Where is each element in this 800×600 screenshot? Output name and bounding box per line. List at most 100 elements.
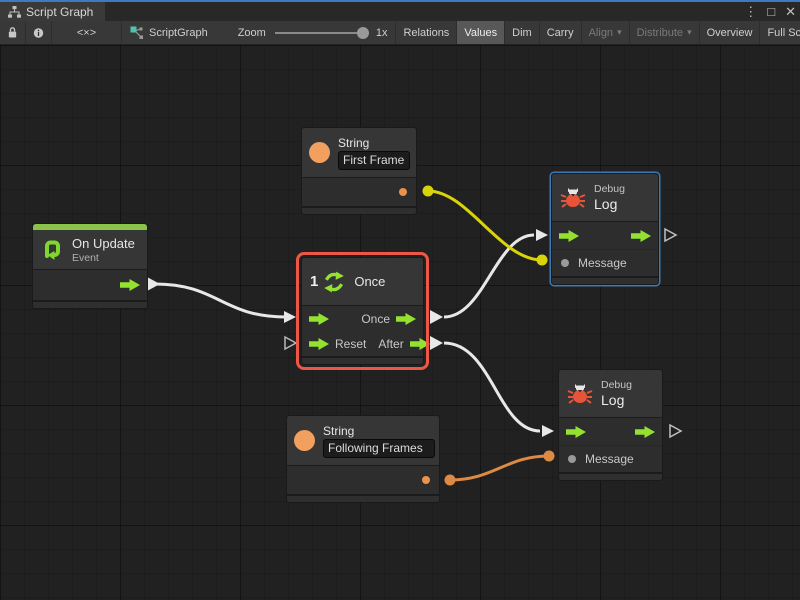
carry-button[interactable]: Carry: [540, 21, 582, 44]
toolbar-buttons: Relations Values Dim Carry Align ▾ Distr…: [395, 21, 800, 44]
window-menu-icon[interactable]: ⋮: [744, 4, 758, 19]
relations-button[interactable]: Relations: [396, 21, 458, 44]
once-number: 1: [310, 273, 319, 290]
node-footer: [33, 300, 147, 308]
flow-input-arrow-icon[interactable]: [559, 229, 579, 242]
graph-breadcrumb[interactable]: ScriptGraph: [122, 21, 216, 44]
node-kind: Debug: [594, 183, 625, 195]
wire-layer: [147, 185, 683, 486]
flow-input-arrow-icon[interactable]: [566, 425, 586, 438]
string-value-input[interactable]: [323, 438, 435, 458]
after-port-label: After: [378, 336, 404, 351]
string-top-value-port[interactable]: [422, 185, 434, 197]
fullscreen-button[interactable]: Full Screen: [767, 26, 800, 39]
event-accent-bar: [33, 224, 147, 230]
wire-on-update-to-once[interactable]: [154, 282, 287, 319]
info-icon: [33, 27, 44, 38]
string-value-input[interactable]: [338, 150, 410, 170]
flow-input-arrow-icon[interactable]: [309, 312, 329, 325]
node-title: Log: [601, 392, 625, 408]
message-port-label: Message: [578, 256, 627, 270]
node-footer: [287, 494, 439, 502]
dim-button[interactable]: Dim: [505, 21, 540, 44]
tab-bar: Script Graph: [0, 2, 800, 21]
once-once-output-port[interactable]: [430, 310, 443, 324]
node-subtitle: Event: [72, 251, 99, 264]
zoom-control: Zoom 1x: [230, 21, 396, 44]
message-input-port[interactable]: [568, 455, 576, 463]
code-icon: <×>: [76, 26, 97, 39]
maximize-icon[interactable]: □: [767, 4, 776, 19]
wire-string-bottom-to-message[interactable]: [449, 454, 550, 482]
lock-button[interactable]: [0, 21, 26, 44]
values-button[interactable]: Values: [457, 21, 506, 44]
script-graph-icon: [130, 26, 143, 39]
message-input-port[interactable]: [561, 259, 569, 267]
debug-top-message-port[interactable]: [536, 254, 548, 266]
node-title: Once: [354, 274, 386, 289]
zoom-value: 1x: [375, 26, 388, 39]
tab-script-graph[interactable]: Script Graph: [0, 2, 106, 21]
chevron-down-icon: ▾: [687, 27, 692, 37]
debug-top-exit-port[interactable]: [664, 227, 678, 243]
wire-once-after-to-debug-bottom[interactable]: [443, 341, 541, 433]
flow-output-arrow-icon[interactable]: [120, 279, 140, 291]
flow-output-arrow-icon[interactable]: [396, 312, 416, 325]
reset-input-arrow-icon[interactable]: [309, 337, 329, 350]
close-icon[interactable]: ✕: [785, 4, 796, 19]
node-footer: [552, 276, 658, 284]
zoom-slider[interactable]: [274, 26, 369, 39]
node-footer: [302, 206, 416, 214]
on-update-output-port[interactable]: [147, 277, 160, 291]
node-title: Log: [594, 196, 618, 212]
debug-top-enter-arrowhead: [536, 229, 548, 241]
wire-string-top-to-message[interactable]: [427, 189, 543, 262]
node-debug-log-bottom[interactable]: Debug Log Message: [558, 369, 663, 481]
once-port-label: Once: [361, 311, 390, 326]
focus-accent-line: [0, 0, 800, 2]
chevron-down-icon: ▾: [617, 27, 622, 37]
flow-output-arrow-icon[interactable]: [635, 425, 655, 438]
bug-icon: [560, 187, 586, 208]
value-output-port[interactable]: [422, 476, 430, 484]
graph-name-label: ScriptGraph: [149, 26, 208, 39]
zoom-label: Zoom: [237, 26, 266, 39]
debug-bottom-exit-port[interactable]: [669, 423, 683, 439]
node-title: String: [323, 423, 355, 438]
once-enter-arrowhead: [284, 311, 296, 323]
debug-bottom-enter-arrowhead: [542, 425, 554, 437]
node-string-following-frames[interactable]: String: [286, 415, 440, 503]
overview-button[interactable]: Overview: [700, 21, 761, 44]
debug-bottom-message-port[interactable]: [543, 450, 555, 462]
message-port-label: Message: [585, 452, 634, 466]
code-view-button[interactable]: <×>: [52, 21, 122, 44]
node-title: String: [338, 135, 370, 150]
node-kind: Debug: [601, 379, 632, 391]
string-bottom-value-port[interactable]: [444, 474, 456, 486]
flow-output-arrow-icon[interactable]: [631, 229, 651, 242]
node-on-update-event[interactable]: On Update Event: [32, 223, 148, 309]
loop-event-icon: [45, 240, 60, 260]
lock-icon: [8, 27, 17, 38]
value-output-port[interactable]: [399, 188, 407, 196]
info-button[interactable]: [26, 21, 52, 44]
reset-port-label: Reset: [335, 336, 367, 351]
once-after-output-port[interactable]: [430, 336, 443, 350]
distribute-dropdown[interactable]: Distribute ▾: [630, 21, 700, 44]
hierarchy-icon: [8, 5, 21, 18]
node-footer: [302, 356, 423, 364]
after-output-arrow-icon[interactable]: [409, 337, 430, 350]
string-type-icon: [294, 430, 315, 451]
zoom-slider-handle[interactable]: [356, 26, 369, 39]
node-debug-log-top[interactable]: Debug Log Message: [551, 173, 659, 285]
node-string-first-frame[interactable]: String: [301, 127, 417, 215]
graph-canvas[interactable]: On Update Event String 1: [0, 45, 800, 600]
once-reset-input-port[interactable]: [284, 335, 298, 351]
bug-icon: [567, 383, 593, 404]
wire-once-to-debug-top[interactable]: [443, 233, 535, 319]
string-type-icon: [309, 142, 330, 163]
node-once-selected[interactable]: 1 Once Once Reset After: [296, 252, 430, 370]
align-dropdown[interactable]: Align ▾: [582, 21, 630, 44]
graph-toolbar: <×> ScriptGraph Zoom 1x Relations Values…: [0, 21, 800, 45]
node-footer: [559, 472, 662, 480]
